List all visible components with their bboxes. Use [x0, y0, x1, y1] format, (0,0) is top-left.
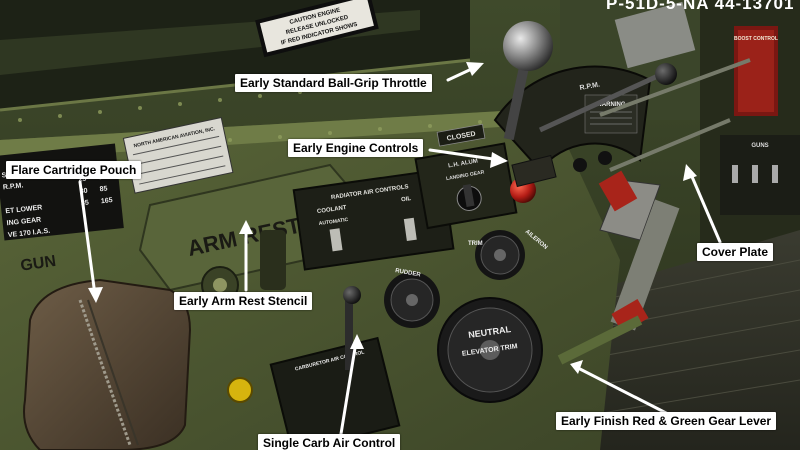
svg-text:85: 85 [99, 185, 108, 193]
svg-text:VE 170 I.A.S.: VE 170 I.A.S. [8, 228, 51, 239]
svg-text:BOOST CONTROL: BOOST CONTROL [734, 36, 778, 42]
svg-text:GUN: GUN [19, 253, 57, 275]
svg-text:35: 35 [81, 200, 90, 208]
callout-gear-lever: Early Finish Red & Green Gear Lever [556, 412, 777, 430]
callout-arm-rest-stencil: Early Arm Rest Stencil [174, 292, 313, 310]
svg-text:30: 30 [79, 188, 88, 196]
svg-text:165: 165 [101, 197, 113, 205]
svg-text:TRIM: TRIM [468, 241, 483, 247]
svg-text:R.P.M.: R.P.M. [3, 182, 24, 191]
svg-text:WARNING: WARNING [597, 102, 626, 108]
svg-text:RUDDER: RUDDER [395, 268, 422, 278]
svg-text:GUNS: GUNS [751, 143, 768, 149]
callout-carb-air: Single Carb Air Control [258, 434, 401, 450]
svg-text:L.H. ALUM: L.H. ALUM [448, 158, 479, 169]
svg-text:CLOSED: CLOSED [446, 131, 476, 143]
svg-text:ING GEAR: ING GEAR [6, 217, 41, 228]
svg-text:25: 25 [78, 176, 87, 184]
svg-text:OIL: OIL [401, 196, 412, 203]
aircraft-id-header: P-51D-5-NA 44-13701 [606, 0, 795, 13]
svg-text:AUTOMATIC: AUTOMATIC [318, 217, 348, 227]
svg-text:ET LOWER: ET LOWER [5, 204, 42, 215]
callout-throttle: Early Standard Ball-Grip Throttle [235, 74, 432, 92]
callout-engine-controls: Early Engine Controls [288, 139, 424, 157]
ball-grip-icon [503, 21, 553, 71]
svg-text:COOLANT: COOLANT [317, 205, 348, 215]
svg-text:R.P.M.: R.P.M. [579, 82, 600, 92]
trim-wheel-icon: AILERON TRIM RUDDER NEUTRAL ELEVATOR TRI… [384, 229, 548, 403]
callout-flare-pouch: Flare Cartridge Pouch [6, 161, 142, 179]
callout-cover-plate: Cover Plate [697, 243, 774, 261]
